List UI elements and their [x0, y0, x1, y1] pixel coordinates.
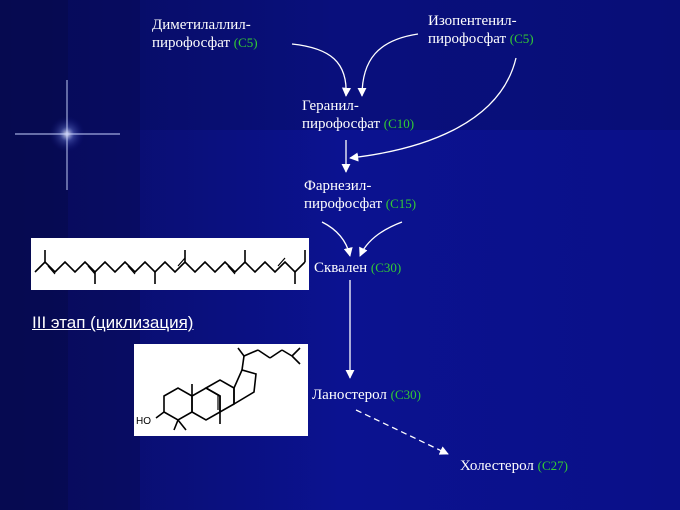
- squalene-name: Сквален: [314, 260, 368, 276]
- squalene-skeleton: [34, 250, 306, 284]
- gpp-line1: Геранил-: [302, 98, 359, 114]
- node-lanosterol: Ланостерол (C30): [312, 386, 421, 404]
- lanosterol-name: Ланостерол: [312, 387, 387, 403]
- node-squalene: Сквален (C30): [314, 259, 401, 277]
- cholesterol-name: Холестерол: [460, 458, 534, 474]
- squalene-carbons: (C30): [370, 260, 402, 275]
- ipp-carbons: (C5): [509, 31, 534, 46]
- dmapp-carbons: (C5): [233, 35, 258, 50]
- cholesterol-carbons: (C27): [537, 458, 568, 473]
- ipp-line1: Изопентенил-: [428, 13, 517, 29]
- lanosterol-structure: HO: [134, 344, 308, 436]
- ipp-line2: пирофосфат: [428, 31, 507, 47]
- fpp-carbons: (C15): [385, 196, 417, 211]
- fpp-line2: пирофосфат: [304, 196, 383, 212]
- fpp-line1: Фарнезил-: [304, 178, 372, 194]
- node-dmapp: Диметилаллил- пирофосфат (C5): [152, 16, 258, 52]
- node-fpp: Фарнезил- пирофосфат (C15): [304, 177, 416, 213]
- dmapp-line1: Диметилаллил-: [152, 17, 251, 33]
- gpp-carbons: (C10): [383, 116, 415, 131]
- squalene-structure: [31, 238, 309, 290]
- dmapp-line2: пирофосфат: [152, 35, 231, 51]
- node-ipp: Изопентенил- пирофосфат (C5): [428, 12, 534, 48]
- stage-label: III этап (циклизация): [32, 313, 194, 332]
- hydroxyl-label: HO: [136, 416, 151, 427]
- node-cholesterol: Холестерол (C27): [460, 457, 568, 475]
- lanosterol-carbons: (C30): [390, 387, 421, 402]
- node-gpp: Геранил- пирофосфат (C10): [302, 97, 414, 133]
- gpp-line2: пирофосфат: [302, 116, 381, 132]
- lanosterol-skeleton: HO: [136, 347, 301, 431]
